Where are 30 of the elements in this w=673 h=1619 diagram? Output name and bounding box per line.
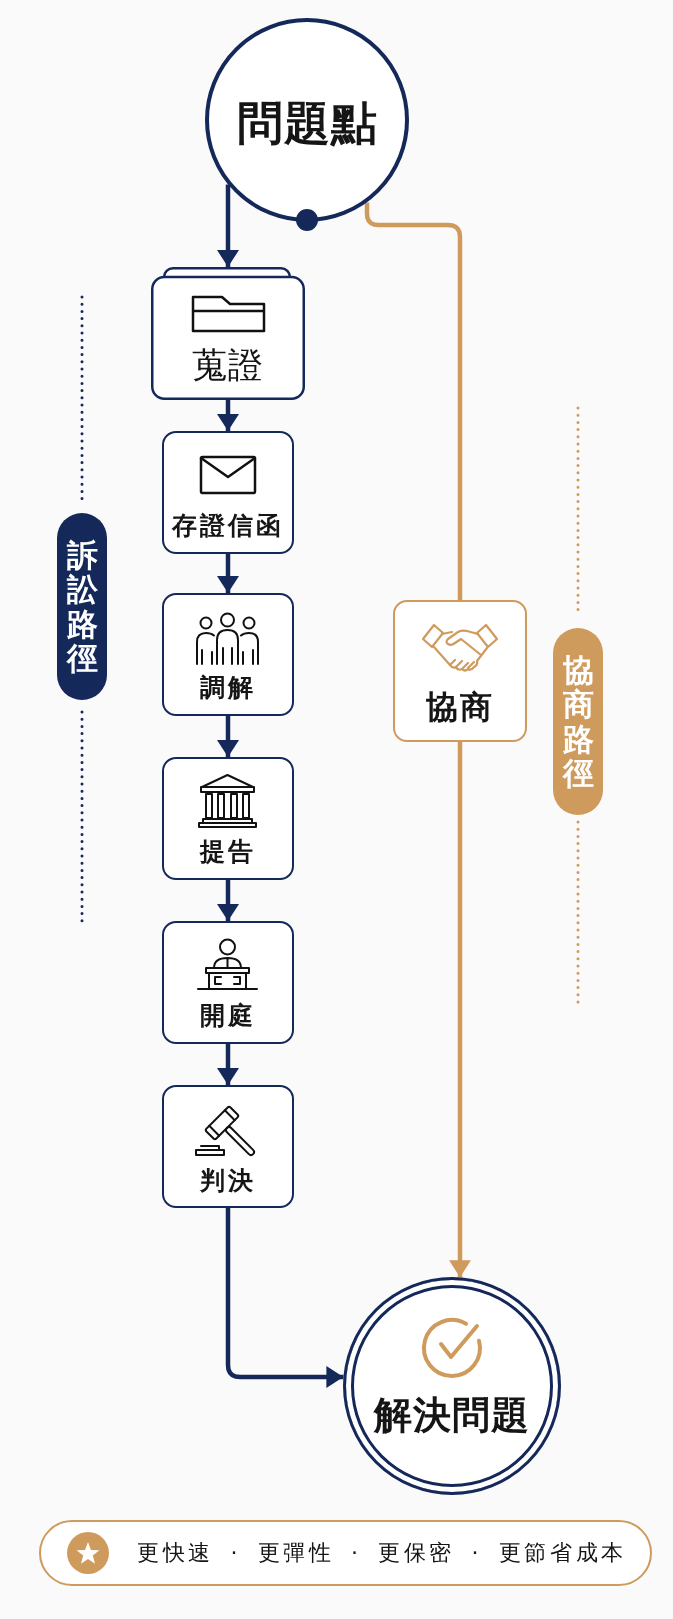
step-label: 存證信函 [172, 510, 284, 541]
process-box [162, 757, 294, 880]
process-box [393, 600, 527, 742]
step-label: 開庭 [200, 1000, 256, 1031]
circle-title: 解決問題 [374, 1391, 530, 1438]
arrow [217, 880, 239, 921]
process-box [162, 921, 294, 1044]
path-tag [553, 628, 603, 815]
tag-label: 訴訟路徑 [66, 538, 98, 675]
arrow [217, 554, 239, 593]
arrow [217, 400, 239, 431]
arrow [449, 742, 471, 1278]
step-label: 蒐證 [192, 344, 264, 386]
process-box [162, 431, 294, 554]
arrow [225, 1208, 344, 1388]
step-label: 判決 [200, 1165, 256, 1196]
step-label: 調解 [200, 672, 256, 703]
connector-line [364, 202, 463, 600]
benefits-text: 更快速 · 更彈性 · 更保密 · 更節省成本 [137, 1539, 627, 1567]
step-label: 提告 [200, 836, 256, 867]
step-label: 協商 [426, 687, 494, 726]
process-box [162, 1085, 294, 1208]
tag-label: 協商路徑 [562, 653, 594, 790]
circle-title: 問題點 [236, 95, 378, 151]
arrow [217, 1044, 239, 1085]
arrow [217, 716, 239, 757]
stacked-process-box [151, 267, 305, 400]
path-tag [57, 513, 107, 700]
arrow [217, 184, 239, 267]
process-box [162, 593, 294, 716]
